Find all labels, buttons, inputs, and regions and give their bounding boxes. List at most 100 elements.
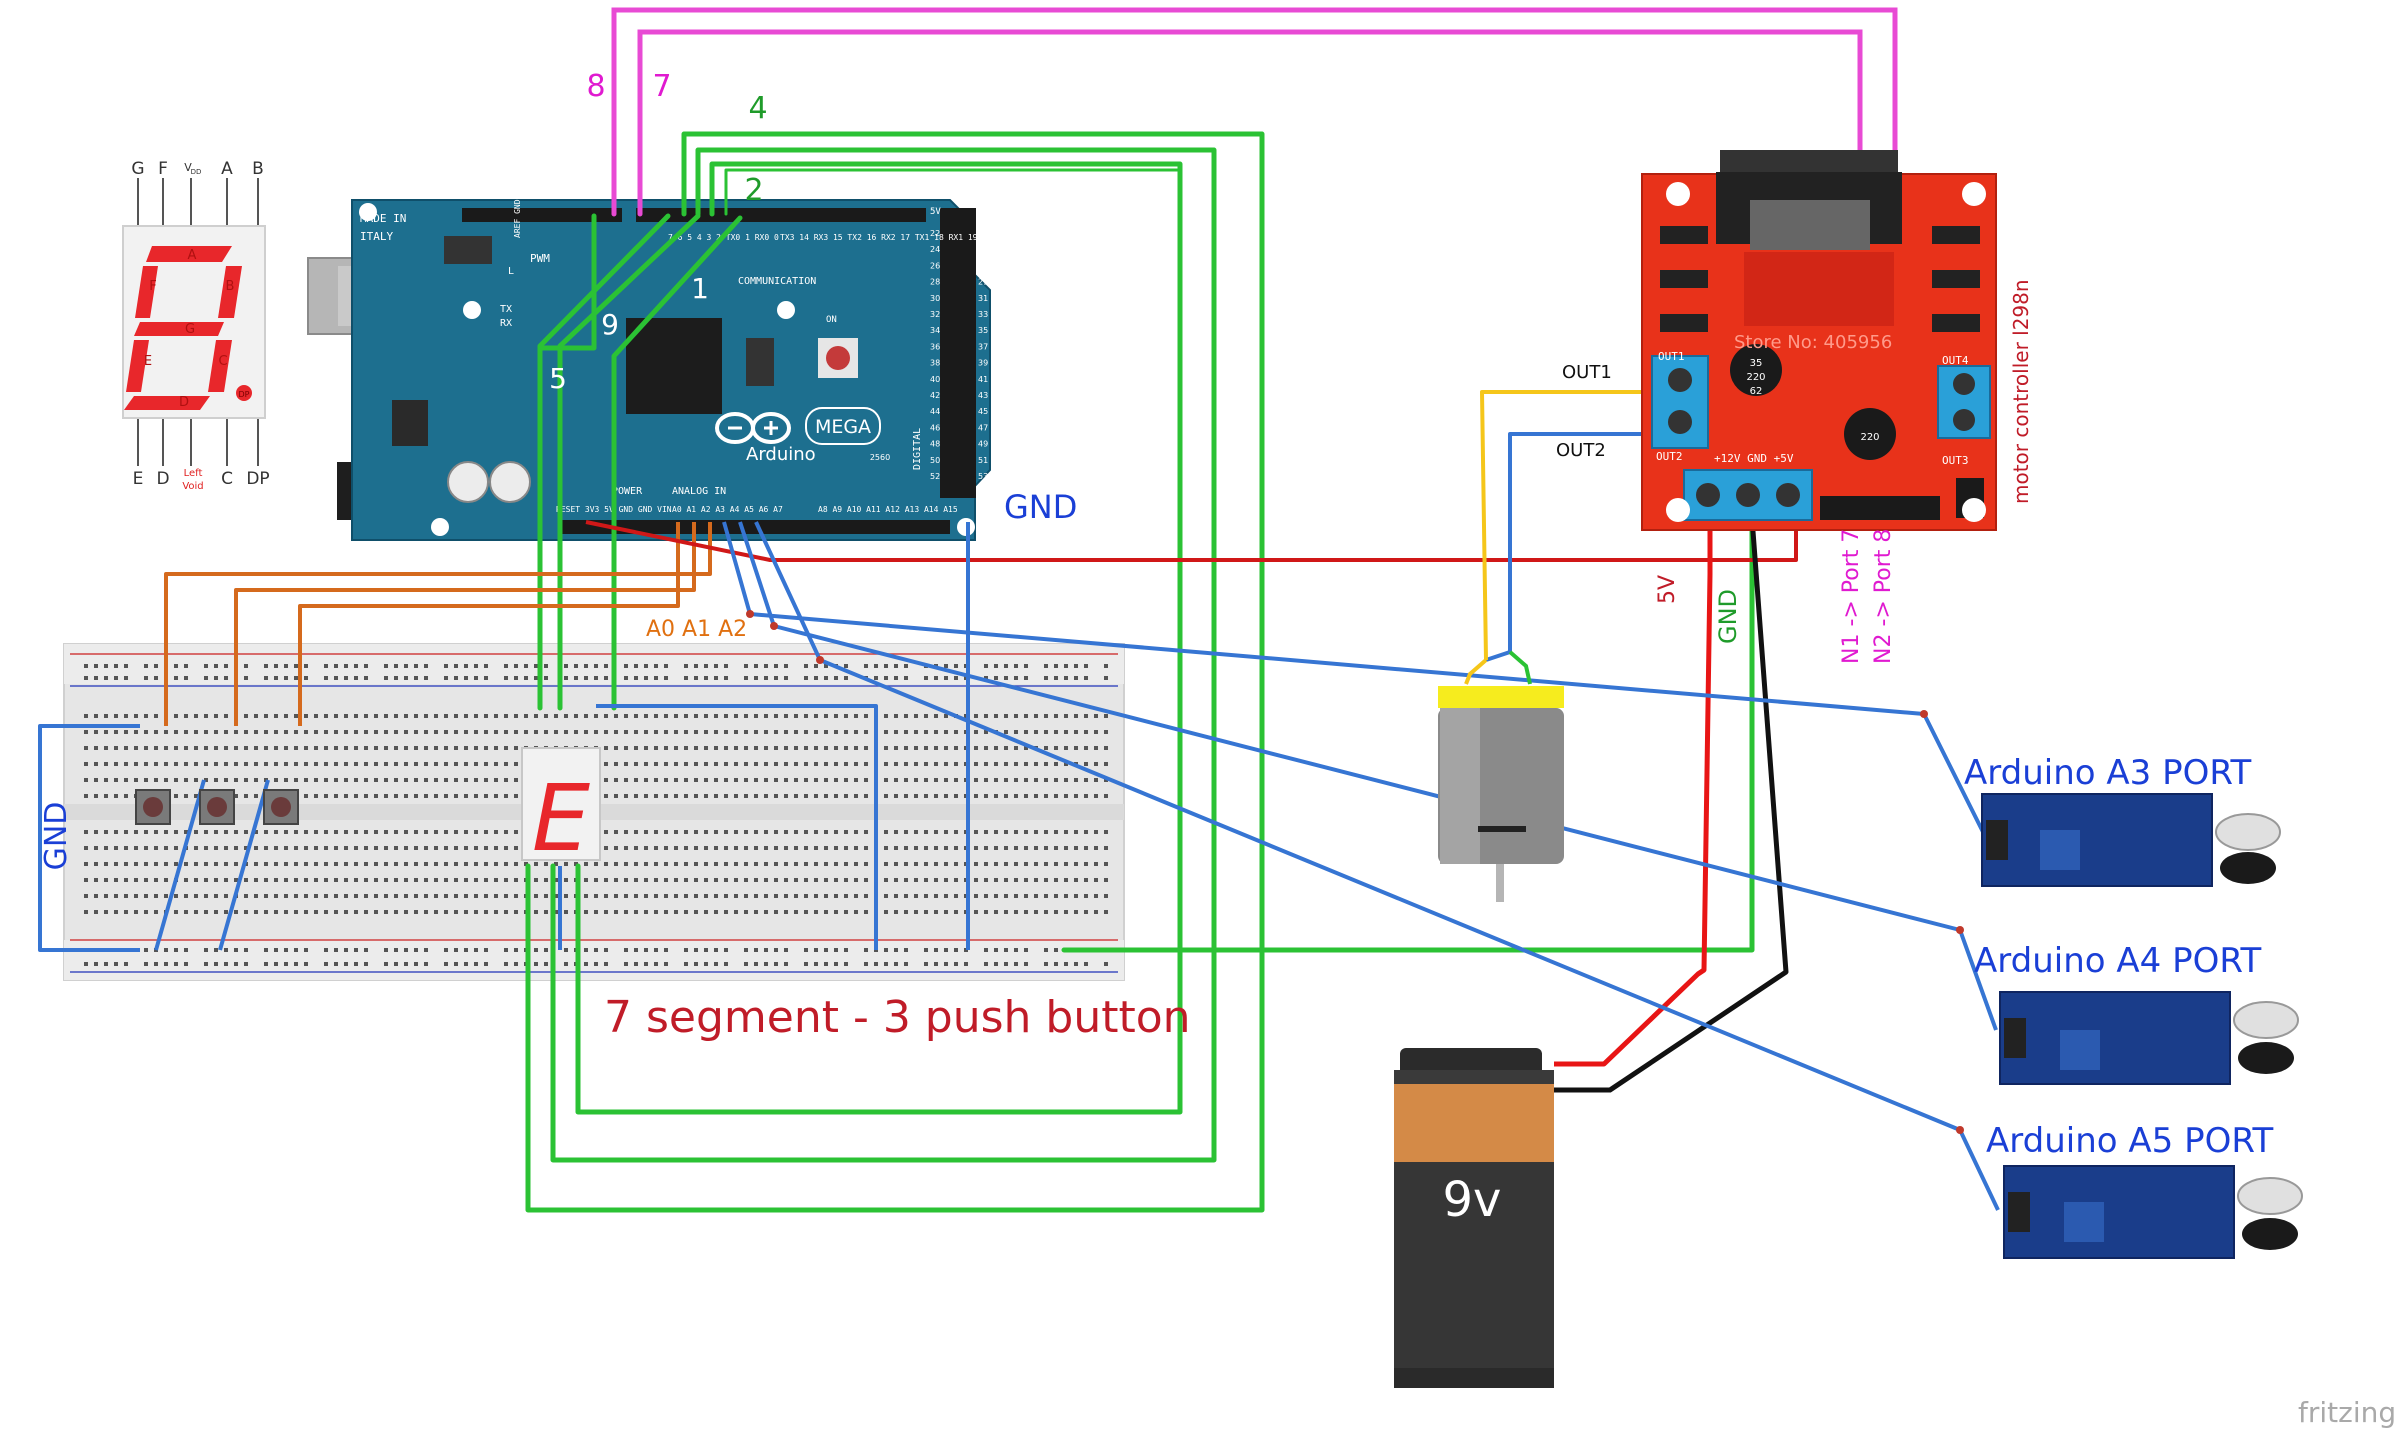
breadboard-hole (124, 894, 128, 898)
breadboard-hole (844, 910, 848, 914)
breadboard-hole (424, 948, 428, 952)
breadboard-hole (1024, 676, 1028, 680)
breadboard-hole (604, 762, 608, 766)
breadboard-hole (774, 862, 778, 866)
breadboard-hole (364, 762, 368, 766)
breadboard-hole (974, 730, 978, 734)
push-button-1[interactable] (135, 789, 171, 825)
breadboard-hole (684, 910, 688, 914)
breadboard-hole (134, 830, 138, 834)
breadboard-hole (304, 664, 308, 668)
breadboard-hole (514, 794, 518, 798)
breadboard-hole (1014, 962, 1018, 966)
breadboard-hole (704, 894, 708, 898)
breadboard-hole (774, 778, 778, 782)
breadboard-hole (464, 862, 468, 866)
breadboard-hole (854, 730, 858, 734)
breadboard-hole (244, 664, 248, 668)
breadboard-hole (1104, 862, 1108, 866)
breadboard-hole (574, 730, 578, 734)
breadboard-hole (884, 664, 888, 668)
breadboard-hole (604, 862, 608, 866)
breadboard-hole (794, 778, 798, 782)
breadboard-hole (1094, 714, 1098, 718)
breadboard-hole (994, 778, 998, 782)
breadboard-hole (904, 878, 908, 882)
breadboard-hole (324, 830, 328, 834)
breadboard-hole (934, 878, 938, 882)
breadboard-hole (894, 676, 898, 680)
breadboard-hole (294, 846, 298, 850)
breadboard-hole (854, 778, 858, 782)
breadboard-hole (1034, 910, 1038, 914)
breadboard-hole (934, 862, 938, 866)
breadboard-hole (304, 794, 308, 798)
breadboard-hole (374, 862, 378, 866)
breadboard-hole (244, 910, 248, 914)
breadboard-hole (1004, 714, 1008, 718)
breadboard-hole (624, 794, 628, 798)
breadboard-hole (704, 676, 708, 680)
breadboard-hole (364, 830, 368, 834)
breadboard-hole (524, 676, 528, 680)
breadboard-hole (404, 894, 408, 898)
breadboard-hole (704, 730, 708, 734)
breadboard-hole (834, 746, 838, 750)
sensor-a5-label: Arduino A5 PORT (1986, 1121, 2273, 1161)
breadboard-hole (394, 778, 398, 782)
breadboard-hole (504, 762, 508, 766)
breadboard-hole (804, 830, 808, 834)
breadboard-hole (1024, 778, 1028, 782)
breadboard-hole (874, 664, 878, 668)
breadboard-hole (804, 962, 808, 966)
breadboard-hole (814, 830, 818, 834)
breadboard-hole (174, 714, 178, 718)
breadboard-hole (884, 778, 888, 782)
breadboard-hole (334, 948, 338, 952)
breadboard-hole (554, 894, 558, 898)
breadboard-hole (1054, 862, 1058, 866)
breadboard-hole (984, 676, 988, 680)
breadboard-hole (954, 846, 958, 850)
breadboard-hole (704, 664, 708, 668)
breadboard-hole (164, 762, 168, 766)
breadboard-hole (704, 878, 708, 882)
breadboard-hole (824, 714, 828, 718)
breadboard-hole (574, 714, 578, 718)
breadboard-hole (334, 794, 338, 798)
breadboard-hole (414, 746, 418, 750)
breadboard-hole (194, 762, 198, 766)
breadboard-hole (194, 794, 198, 798)
digital-pin-label: 50 (930, 456, 940, 465)
breadboard-hole (84, 894, 88, 898)
breadboard-hole (614, 894, 618, 898)
breadboard-hole (374, 846, 378, 850)
breadboard-hole (174, 948, 178, 952)
breadboard-hole (694, 714, 698, 718)
breadboard-hole (1034, 762, 1038, 766)
breadboard-hole (574, 676, 578, 680)
breadboard-hole (714, 730, 718, 734)
breadboard-hole (674, 894, 678, 898)
breadboard-hole (824, 894, 828, 898)
breadboard-hole (334, 894, 338, 898)
digital-pin-label: 31 (978, 294, 988, 303)
breadboard-hole (394, 862, 398, 866)
breadboard-hole (684, 676, 688, 680)
breadboard-hole (754, 962, 758, 966)
breadboard-hole (394, 894, 398, 898)
breadboard-hole (634, 830, 638, 834)
breadboard-hole (354, 862, 358, 866)
breadboard-hole (764, 664, 768, 668)
breadboard-hole (884, 894, 888, 898)
breadboard-hole (654, 664, 658, 668)
breadboard-hole (944, 778, 948, 782)
breadboard-hole (374, 762, 378, 766)
breadboard-hole (1044, 762, 1048, 766)
breadboard-hole (744, 676, 748, 680)
breadboard-hole (974, 746, 978, 750)
breadboard-hole (904, 746, 908, 750)
breadboard-hole (604, 846, 608, 850)
breadboard-hole (844, 676, 848, 680)
breadboard-hole (294, 862, 298, 866)
